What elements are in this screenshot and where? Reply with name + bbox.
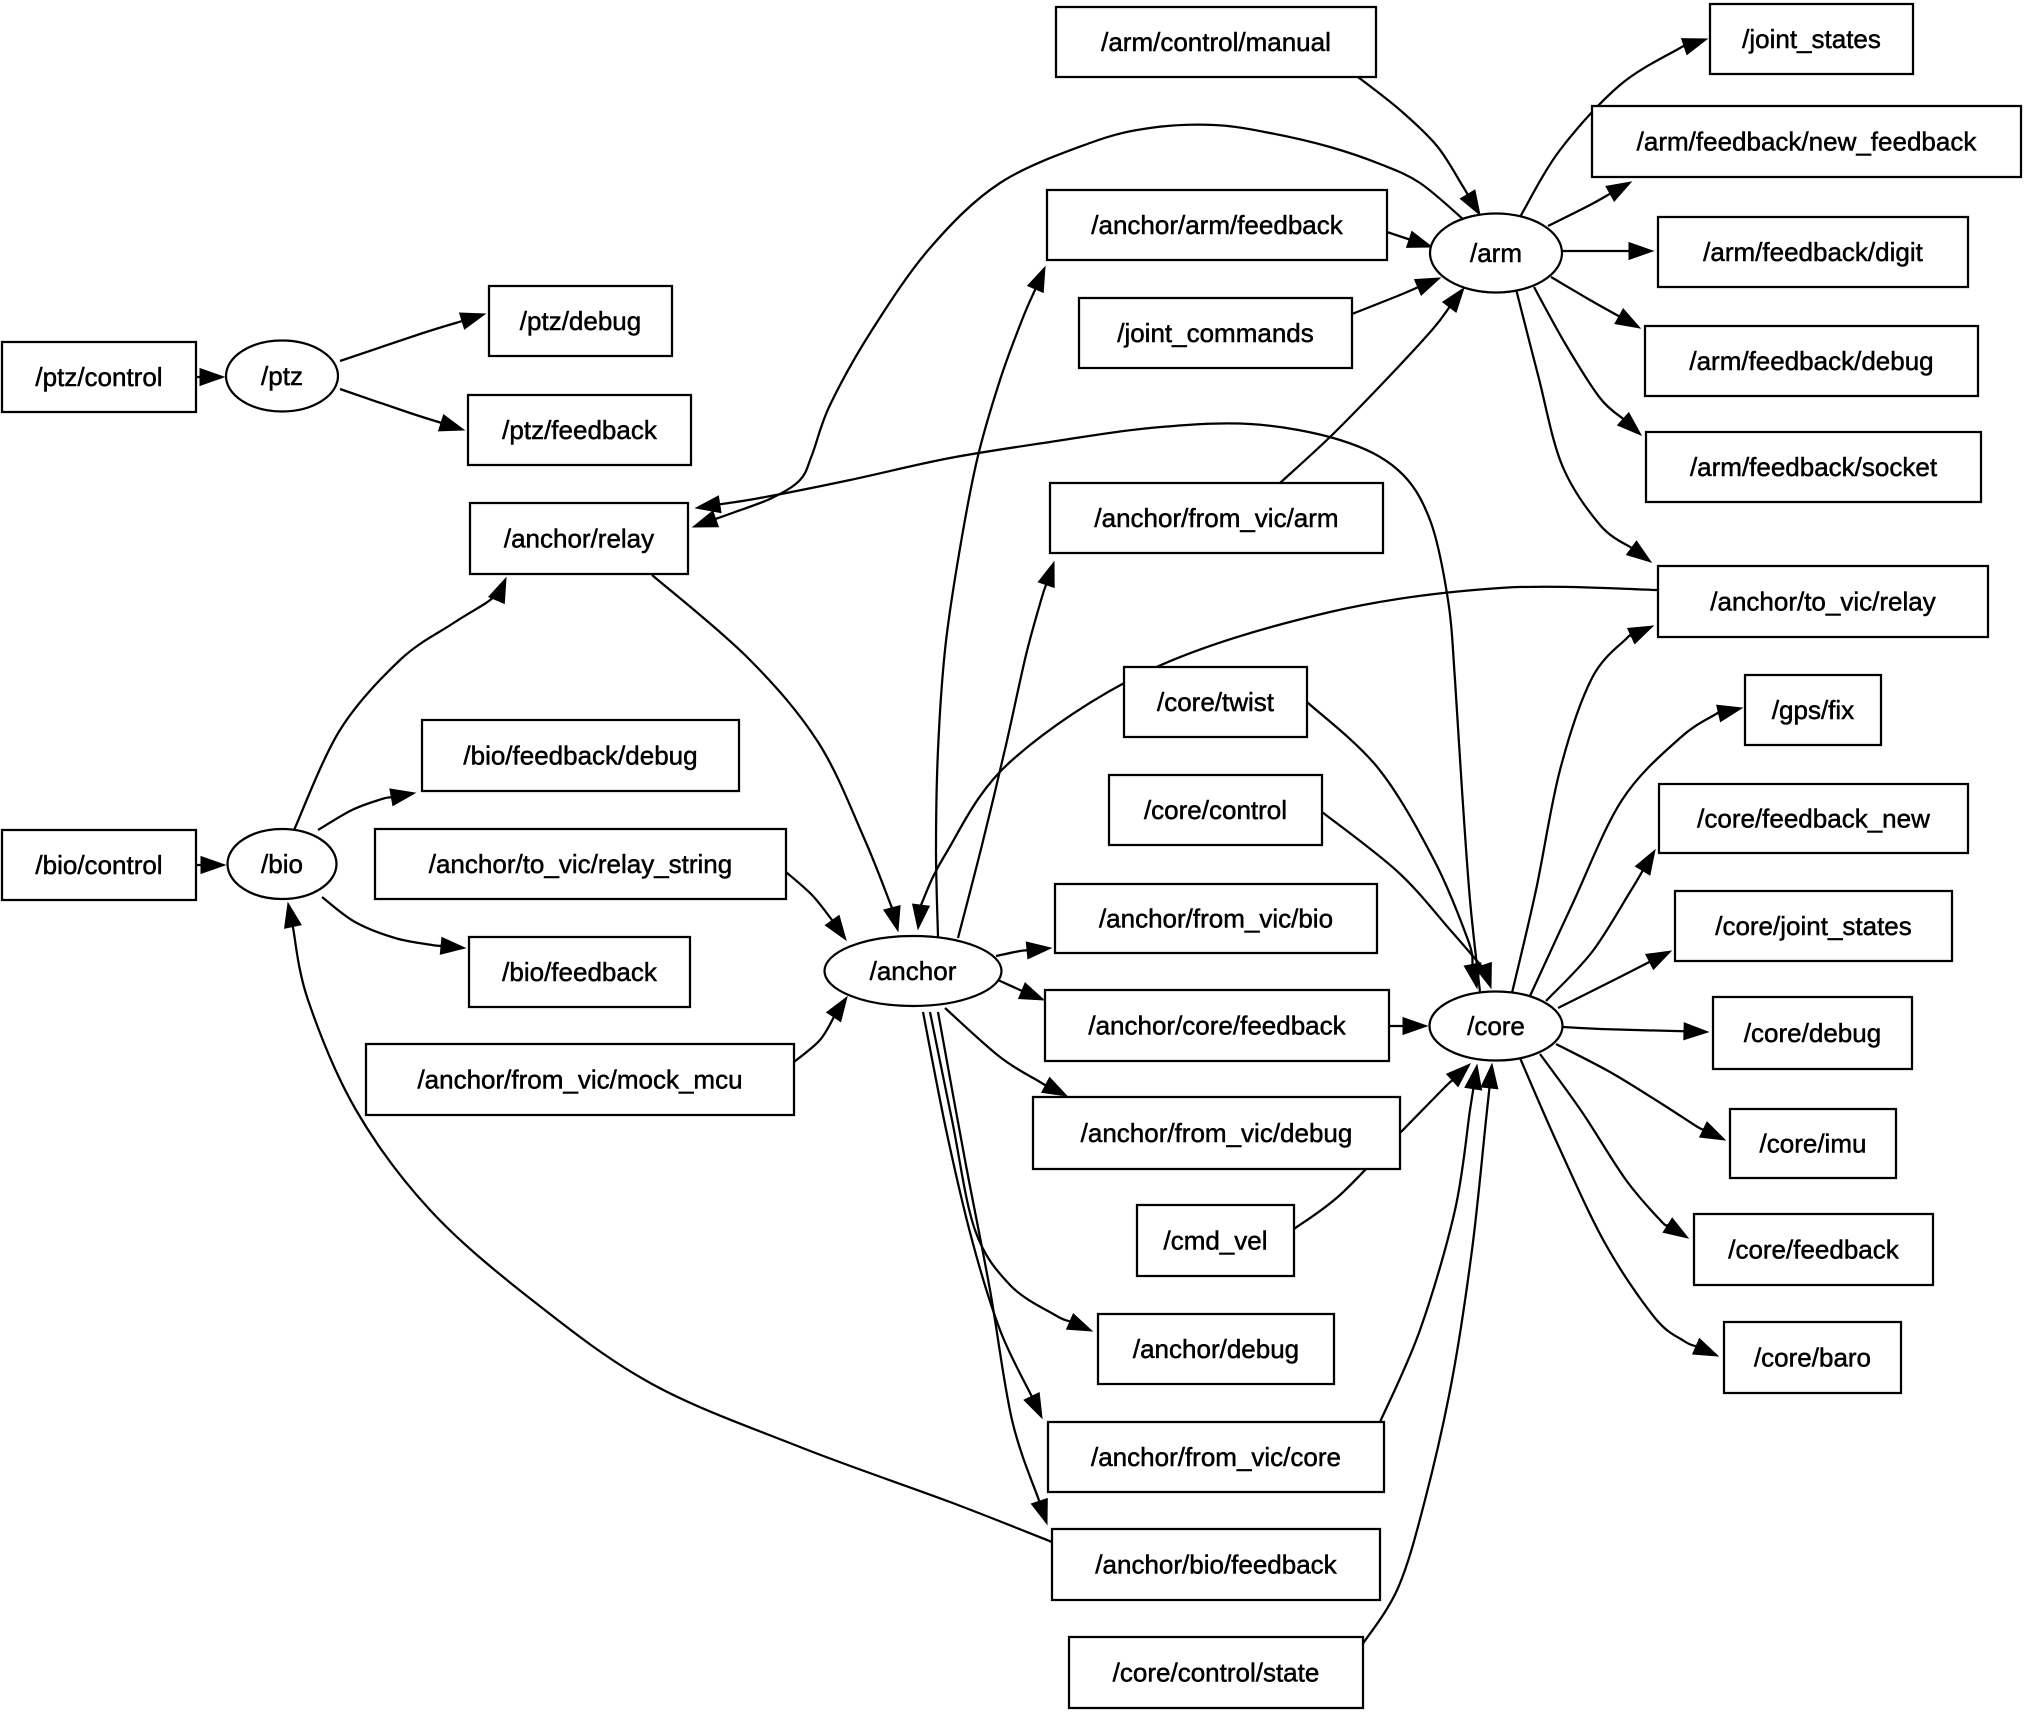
svg-text:/core/debug: /core/debug (1744, 1018, 1881, 1048)
svg-text:/core/twist: /core/twist (1157, 687, 1275, 717)
svg-text:/arm/feedback/digit: /arm/feedback/digit (1703, 237, 1923, 267)
svg-text:/arm/feedback/new_feedback: /arm/feedback/new_feedback (1637, 127, 1978, 157)
svg-text:/core/baro: /core/baro (1754, 1343, 1871, 1373)
svg-text:/ptz/control: /ptz/control (35, 362, 162, 392)
svg-text:/arm/control/manual: /arm/control/manual (1101, 27, 1331, 57)
svg-text:/anchor/from_vic/debug: /anchor/from_vic/debug (1081, 1118, 1353, 1148)
svg-text:/core/feedback_new: /core/feedback_new (1697, 804, 1930, 834)
svg-text:/gps/fix: /gps/fix (1772, 695, 1854, 725)
svg-text:/arm/feedback/socket: /arm/feedback/socket (1690, 452, 1938, 482)
svg-text:/core/imu: /core/imu (1760, 1129, 1867, 1159)
svg-text:/anchor/from_vic/core: /anchor/from_vic/core (1091, 1442, 1341, 1472)
svg-text:/anchor/relay: /anchor/relay (504, 524, 654, 554)
svg-text:/anchor/from_vic/arm: /anchor/from_vic/arm (1094, 503, 1338, 533)
svg-text:/core: /core (1467, 1011, 1525, 1041)
svg-text:/ptz/feedback: /ptz/feedback (502, 415, 658, 445)
svg-text:/ptz: /ptz (261, 361, 303, 391)
svg-text:/core/control: /core/control (1144, 795, 1287, 825)
svg-text:/core/feedback: /core/feedback (1728, 1235, 1900, 1265)
svg-text:/anchor/to_vic/relay: /anchor/to_vic/relay (1710, 587, 1935, 617)
svg-text:/bio: /bio (261, 849, 303, 879)
svg-text:/arm: /arm (1470, 238, 1522, 268)
svg-text:/anchor/debug: /anchor/debug (1133, 1334, 1299, 1364)
svg-text:/ptz/debug: /ptz/debug (520, 306, 641, 336)
svg-text:/core/joint_states: /core/joint_states (1715, 911, 1912, 941)
svg-text:/anchor/bio/feedback: /anchor/bio/feedback (1095, 1550, 1337, 1580)
svg-text:/cmd_vel: /cmd_vel (1163, 1226, 1267, 1256)
svg-text:/anchor: /anchor (870, 956, 957, 986)
svg-text:/joint_states: /joint_states (1742, 24, 1881, 54)
svg-text:/bio/control: /bio/control (35, 850, 162, 880)
svg-text:/bio/feedback/debug: /bio/feedback/debug (463, 741, 697, 771)
svg-text:/anchor/core/feedback: /anchor/core/feedback (1088, 1011, 1346, 1041)
svg-text:/anchor/from_vic/bio: /anchor/from_vic/bio (1099, 904, 1333, 934)
svg-text:/core/control/state: /core/control/state (1113, 1658, 1320, 1688)
svg-text:/bio/feedback: /bio/feedback (502, 957, 658, 987)
svg-text:/arm/feedback/debug: /arm/feedback/debug (1689, 346, 1933, 376)
svg-text:/joint_commands: /joint_commands (1117, 318, 1314, 348)
svg-text:/anchor/arm/feedback: /anchor/arm/feedback (1091, 210, 1343, 240)
svg-text:/anchor/from_vic/mock_mcu: /anchor/from_vic/mock_mcu (417, 1065, 742, 1095)
svg-text:/anchor/to_vic/relay_string: /anchor/to_vic/relay_string (429, 849, 732, 879)
